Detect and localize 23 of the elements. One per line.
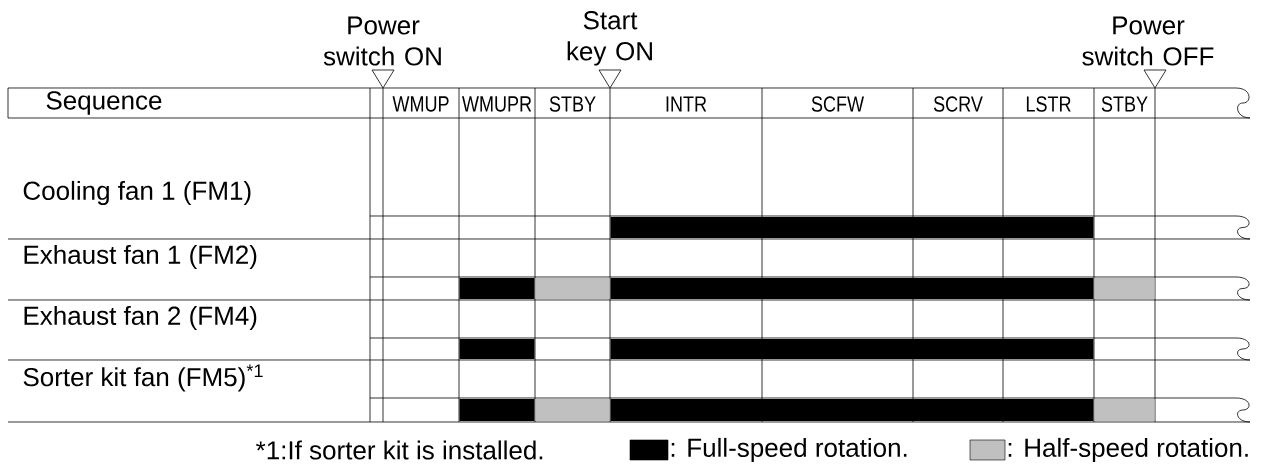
footnote: *1:If sorter kit is installed.: [256, 440, 543, 460]
event-label: Start key ON: [567, 11, 652, 66]
period-label: INTR: [666, 96, 707, 112]
row-label: Exhaust fan 2 (FM4): [24, 305, 257, 331]
period-label: WMUPR: [462, 96, 532, 112]
full-speed-bar: [610, 217, 1094, 238]
period-label: STBY: [1101, 96, 1148, 112]
full-speed-bar: [610, 278, 1094, 299]
full-speed-bar: [610, 339, 1094, 359]
row-label: Exhaust fan 1 (FM2): [24, 244, 257, 270]
legend-label: : Full-speed rotation.: [671, 437, 907, 463]
event-label: Power switch ON: [323, 16, 441, 66]
period-label: STBY: [549, 96, 596, 112]
full-speed-bar: [610, 399, 1094, 421]
period-label: SCFW: [811, 96, 864, 112]
event-label: Power switch OFF: [1082, 16, 1214, 66]
row-label: Cooling fan 1 (FM1): [23, 180, 251, 206]
period-label: WMUP: [392, 96, 449, 112]
legend-label: : Half-speed rotation.: [1008, 437, 1248, 463]
period-label: LSTR: [1026, 96, 1071, 112]
row-label: Sorter kit fan (FM5)$^{*1}$: [23, 364, 263, 392]
period-label: SCRV: [933, 96, 983, 112]
header-label: Sequence: [46, 91, 162, 115]
